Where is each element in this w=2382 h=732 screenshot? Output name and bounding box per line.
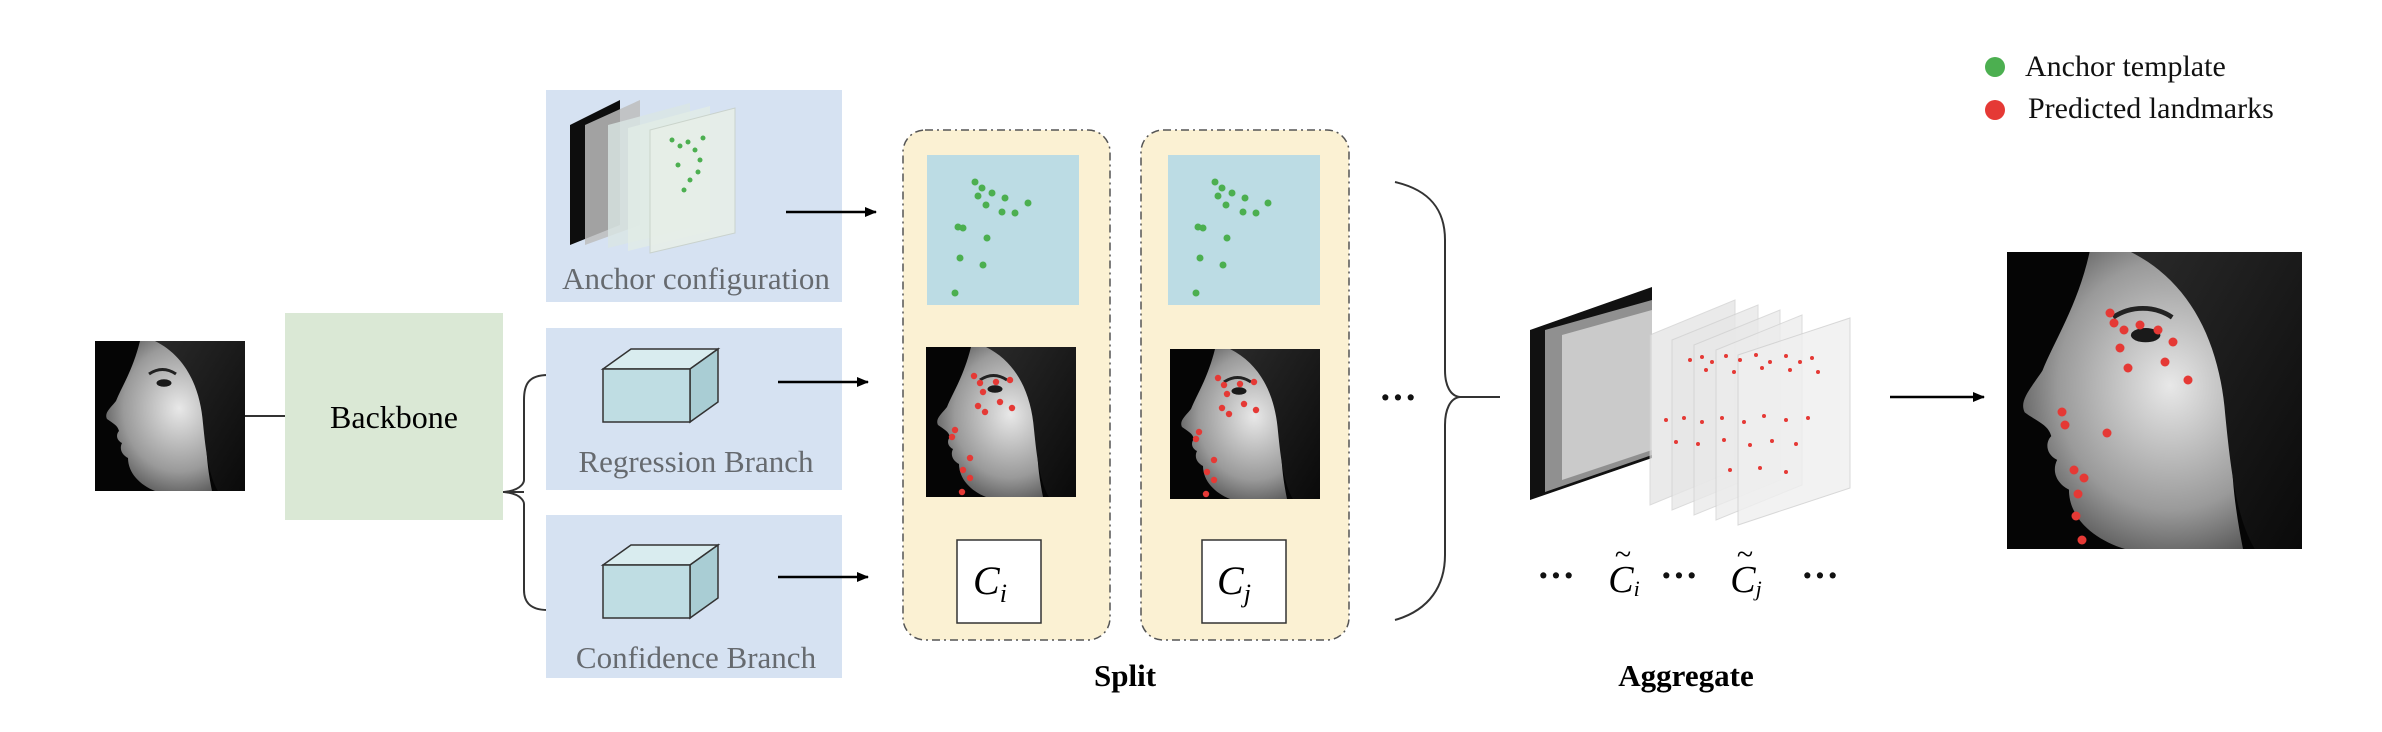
split-cj-box xyxy=(1201,539,1287,624)
aggregate-seq-tilde-i: ~ xyxy=(1615,538,1631,571)
split-face-j xyxy=(1168,347,1322,501)
split-anchor-points-i xyxy=(951,178,1032,297)
aggregate-seq-tilde-j: ~ xyxy=(1737,538,1753,571)
split-anchor-points-j xyxy=(1192,178,1272,297)
aggregate-seq-ci: Ci xyxy=(1608,559,1639,601)
aggregate-stack xyxy=(1530,287,1851,526)
anchor-configuration-panel: Anchor configuration xyxy=(546,90,842,302)
aggregate-seq-dots-1: ··· xyxy=(1537,555,1575,597)
anchor-configuration-label: Anchor configuration xyxy=(562,261,830,296)
confidence-cube-icon xyxy=(600,543,721,620)
branch-brace xyxy=(503,374,549,611)
confidence-branch-label: Confidence Branch xyxy=(576,640,817,675)
aggregate-sequence: ··· ~ Ci ··· ~ Cj ··· xyxy=(1537,538,1839,601)
regression-cube-icon xyxy=(600,347,721,424)
backbone-box xyxy=(285,313,503,520)
split-cj-label: Cj xyxy=(1217,558,1251,608)
split-landmarks-i xyxy=(948,372,1016,496)
output-face-image xyxy=(2007,252,2302,549)
legend-landmark-dot xyxy=(1985,100,2005,120)
output-landmarks xyxy=(2057,308,2193,545)
legend-landmark-label: Predicted landmarks xyxy=(2028,92,2274,125)
backbone-label: Backbone xyxy=(330,399,458,435)
aggregate-seq-cj: Cj xyxy=(1730,559,1761,601)
aggregate-title: Aggregate xyxy=(1618,658,1753,693)
aggregate-seq-dots-2: ··· xyxy=(1660,555,1698,597)
split-ci-box xyxy=(956,539,1042,624)
aggregate-seq-dots-3: ··· xyxy=(1801,555,1839,597)
anchor-stack-icon xyxy=(570,100,736,254)
split-anchor-template-j xyxy=(1168,155,1320,305)
aggregate-landmarks xyxy=(1664,353,1820,474)
legend-anchor-label: Anchor template xyxy=(2025,50,2226,83)
regression-branch-label: Regression Branch xyxy=(578,444,814,479)
legend: Anchor template Predicted landmarks xyxy=(1985,50,2274,125)
confidence-branch-panel: Confidence Branch xyxy=(546,515,842,678)
input-face-image xyxy=(93,339,247,493)
split-column-j: Cj xyxy=(1140,129,1350,641)
split-ci-label: Ci xyxy=(973,558,1007,608)
split-title: Split xyxy=(1094,658,1157,693)
regression-branch-panel: Regression Branch xyxy=(546,328,842,490)
split-anchor-template-i xyxy=(927,155,1079,305)
legend-anchor-dot xyxy=(1985,57,2005,77)
split-landmarks-j xyxy=(1192,374,1260,498)
split-ellipsis: ··· xyxy=(1379,377,1417,419)
split-column-i: Ci xyxy=(902,129,1111,641)
split-face-i xyxy=(924,345,1078,499)
aggregate-face-frame xyxy=(1530,287,1652,500)
